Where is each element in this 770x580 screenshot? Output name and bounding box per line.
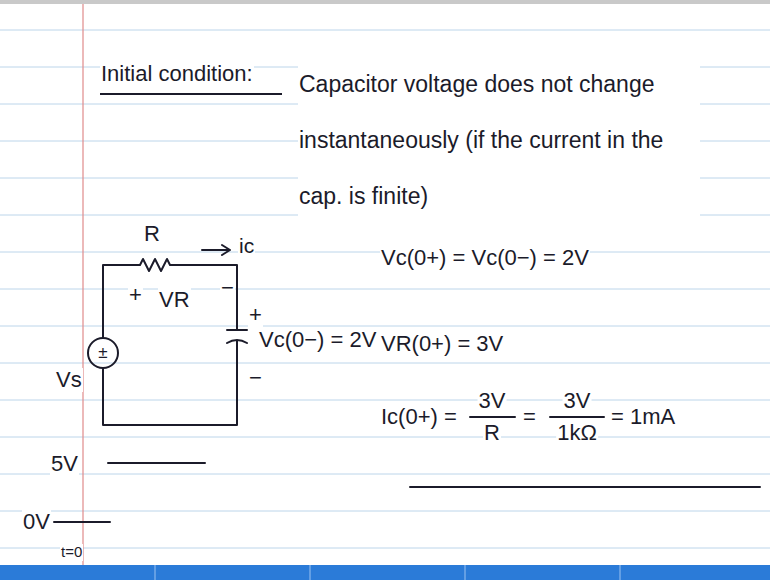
- ruled-line: [0, 474, 770, 475]
- bar-dividers: [155, 565, 620, 580]
- ruled-lines: [0, 30, 770, 548]
- rc-circuit: [88, 245, 247, 425]
- numerator: 3V: [563, 389, 592, 413]
- equation: = 1mA: [610, 405, 676, 429]
- top-strip: [0, 0, 770, 4]
- note-text: Capacitor voltage does not change instan…: [298, 56, 700, 224]
- low-level: [54, 521, 110, 523]
- fraction-bar: [550, 416, 604, 418]
- current-arrow: [202, 249, 229, 251]
- voltage-label: VR: [158, 288, 191, 312]
- ruled-line: [0, 400, 770, 401]
- denominator: R: [483, 421, 501, 445]
- heading: Initial condition:: [100, 62, 254, 86]
- polarity-sign: −: [248, 366, 263, 390]
- capacitor-plate: [227, 340, 247, 343]
- margin-line: [82, 0, 83, 565]
- denominator: 1kΩ: [556, 421, 598, 445]
- level-label: 5V: [50, 452, 79, 476]
- source-label: Vs: [55, 368, 83, 392]
- voltage-source-symbol: [88, 338, 118, 368]
- time-label: t=0: [60, 544, 83, 561]
- ruled-line: [0, 437, 770, 438]
- result-underline: [410, 486, 760, 488]
- ruled-line: [0, 30, 770, 31]
- equation: Vc(0+) = Vc(0−) = 2V: [380, 246, 590, 270]
- current-arrowhead: [222, 245, 230, 255]
- bottom-wire: [103, 341, 237, 425]
- high-level: [108, 462, 205, 464]
- level-label: 0V: [22, 510, 51, 534]
- equals-sign: =: [522, 405, 537, 429]
- component-label: R: [143, 222, 161, 246]
- ruled-line: [0, 548, 770, 549]
- polarity-sign: +: [128, 283, 143, 307]
- capacitor-plate: [227, 329, 247, 331]
- current-label: ic: [238, 234, 255, 257]
- source-sign: ±: [97, 344, 108, 363]
- polarity-sign: −: [220, 276, 235, 300]
- polarity-sign: +: [248, 303, 263, 327]
- equation: VR(0+) = 3V: [380, 332, 504, 356]
- ruled-line: [0, 511, 770, 512]
- numerator: 3V: [478, 389, 507, 413]
- fraction-bars: [470, 416, 604, 418]
- equation: Ic(0+) =: [380, 405, 458, 429]
- voltage-label: Vc(0−) = 2V: [258, 328, 377, 352]
- top-wire: [103, 259, 237, 338]
- bottom-bar: [0, 565, 770, 580]
- title-underline: [100, 93, 282, 95]
- fraction-bar: [470, 416, 515, 418]
- ruled-line: [0, 326, 770, 327]
- ruled-line: [0, 289, 770, 290]
